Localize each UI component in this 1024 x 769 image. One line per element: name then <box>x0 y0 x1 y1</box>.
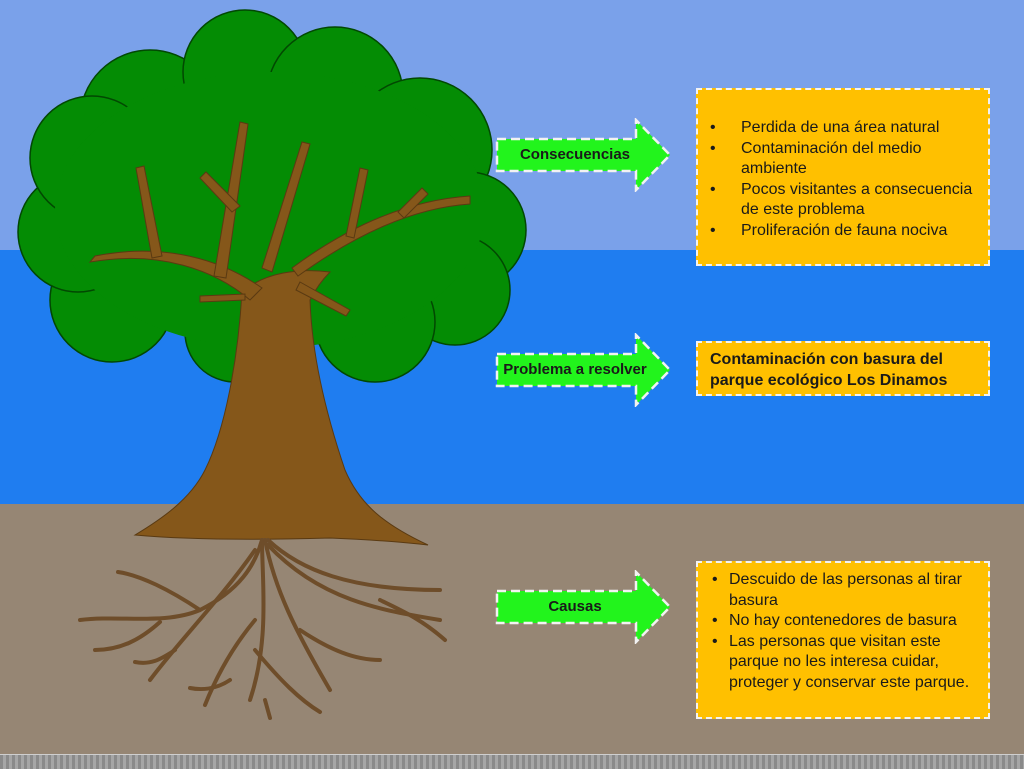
list-item: Pocos visitantes a consecuencia de este … <box>706 180 980 221</box>
list-item: No hay contenedores de basura <box>708 611 980 632</box>
tree-illustration <box>17 9 527 720</box>
problema-arrow: Problema a resolver <box>494 333 674 407</box>
causas-label: Causas <box>548 598 602 615</box>
causas-arrow: Causas <box>494 570 674 644</box>
right-arrow-shape <box>495 118 672 192</box>
causas-box: Descuido de las personas al tirar basura… <box>696 561 990 719</box>
problema-box: Contaminación con basura del parque ecol… <box>696 341 990 396</box>
consecuencias-box: Perdida de una área natural Contaminació… <box>696 88 990 266</box>
problema-text: Contaminación con basura del parque ecol… <box>710 351 948 389</box>
problema-label: Problema a resolver <box>503 361 647 378</box>
tree-roots <box>78 538 447 720</box>
tree-foliage <box>17 9 527 383</box>
bottom-bar <box>0 754 1024 769</box>
tree-trunk <box>88 121 471 546</box>
list-item: Descuido de las personas al tirar basura <box>708 570 980 611</box>
list-item: Las personas que visitan este parque no … <box>708 632 980 694</box>
right-arrow-shape <box>495 333 672 407</box>
right-arrow-shape <box>495 570 672 644</box>
causas-list: Descuido de las personas al tirar basura… <box>708 570 980 693</box>
list-item: Proliferación de fauna nociva <box>706 221 980 242</box>
list-item: Perdida de una área natural <box>706 118 980 139</box>
consecuencias-arrow: Consecuencias <box>494 118 674 192</box>
consecuencias-label: Consecuencias <box>519 146 631 163</box>
consecuencias-list: Perdida de una área natural Contaminació… <box>706 118 980 241</box>
list-item: Contaminación del medio ambiente <box>706 139 980 180</box>
